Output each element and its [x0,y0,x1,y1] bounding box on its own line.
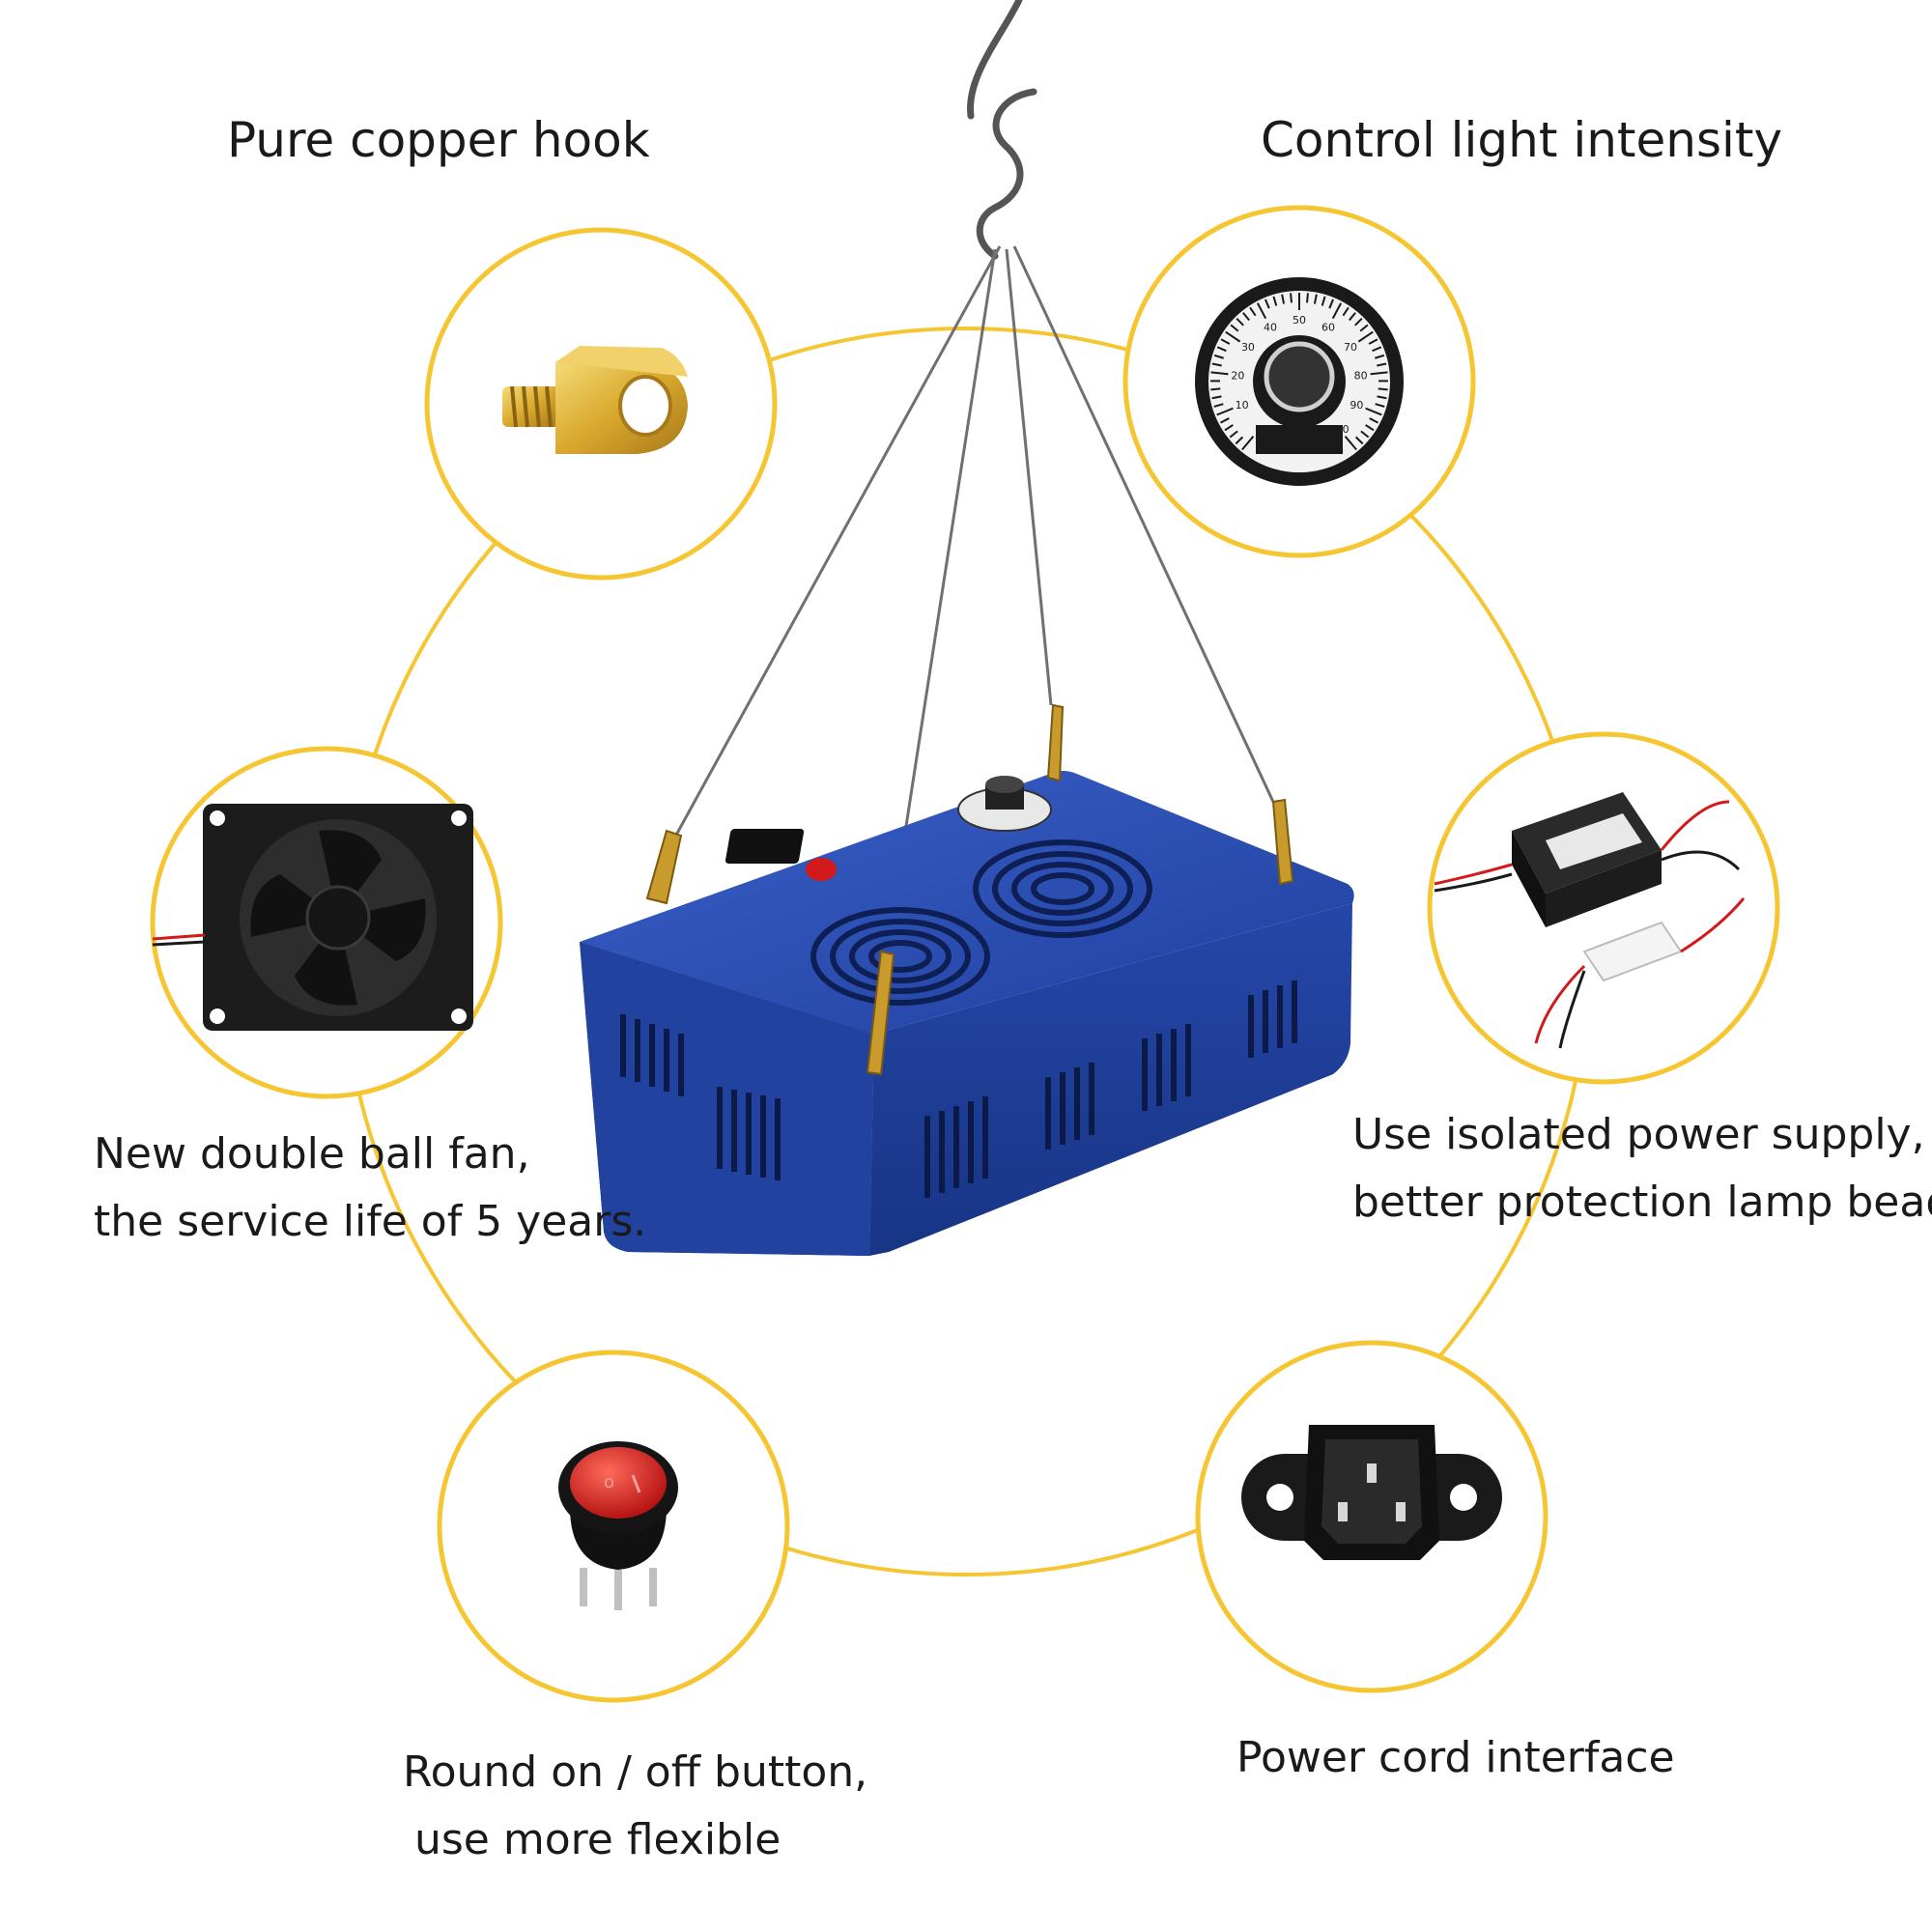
dial-tick [1230,324,1239,332]
dial-label: 30 [1241,341,1255,354]
lamp-side-vents-left [620,1014,781,1180]
dial-label: 60 [1321,321,1335,333]
dial-tick [1306,293,1309,303]
dial-label: 90 [1350,399,1363,412]
dial-tick [1210,387,1221,391]
grow-light-panel [580,703,1354,1256]
dial-label: 70 [1344,341,1357,354]
dial-tick [1211,362,1222,367]
dial-tick [1241,436,1255,451]
hanging-s-hook [967,0,1037,260]
dial-tick [1321,296,1326,306]
label-copper-hook-text: Pure copper hook [227,112,650,168]
dial-label: 80 [1354,369,1368,382]
dial-tick [1281,294,1286,304]
dial-tick [1377,362,1387,367]
intensity-dial-icon: 0102030405060708090100 [1195,277,1404,486]
feature-circle-switch: o [437,1350,790,1703]
label-power-supply-line1: Use isolated power supply, [1352,1110,1925,1159]
dial-tick [1372,346,1382,353]
label-on-off-button-line1: Round on / off button, [403,1747,868,1797]
dial-label: 20 [1231,369,1244,382]
lamp-fan-grill-2 [973,839,1152,938]
label-light-intensity-text: Control light intensity [1261,112,1783,168]
label-on-off-button: Round on / off button, use more flexible [403,1739,867,1874]
dial-tick [1290,293,1293,303]
dial-tick [1213,403,1224,408]
lamp-fan-grill-1 [810,907,990,1006]
dial-tick [1224,424,1234,432]
dial-tick [1375,354,1385,359]
dial-tick [1242,312,1250,322]
dial-tick [1342,306,1350,317]
brass-eye-bolt-icon [502,346,688,454]
feature-circle-power-supply [1427,731,1780,1085]
dial-tick [1220,417,1230,424]
dial-tick [1368,338,1378,345]
dial-tick [1216,407,1234,416]
dial-tick [1365,424,1375,432]
dial-tick [1264,298,1270,309]
dial-tick [1220,338,1231,345]
dial-label: 40 [1264,321,1277,333]
dial-tick [1272,296,1278,306]
dial-tick [1377,395,1387,400]
lamp-side-vents-right [924,980,1297,1198]
dial-tick [1357,330,1374,343]
label-copper-hook: Pure copper hook [227,106,650,174]
dial-tick [1344,436,1357,451]
dial-tick [1360,430,1370,439]
dial-tick [1225,330,1241,343]
dial-tick [1359,324,1369,332]
dial-tick [1256,302,1267,320]
dial-tick [1378,387,1388,391]
power-supply-driver-icon [1434,792,1746,1049]
dial-tick [1328,298,1334,309]
dial-label: 10 [1236,399,1249,412]
label-power-cord: Power cord interface [1236,1724,1675,1792]
dial-tick [1213,354,1224,359]
dial-tick [1313,294,1318,304]
label-ball-fan-line1: New double ball fan, [94,1129,530,1179]
dial-tick [1236,318,1244,327]
dial-tick [1331,302,1343,320]
dial-tick [1370,371,1388,376]
dial-tick [1210,371,1229,376]
dial-tick [1211,395,1222,400]
label-on-off-button-line2: use more flexible [414,1815,781,1864]
label-ball-fan: New double ball fan, the service life of… [94,1121,646,1256]
dial-tick [1235,436,1244,445]
dial-tick [1349,312,1356,322]
label-power-supply: Use isolated power supply, better protec… [1352,1101,1932,1236]
dial-tick [1354,436,1364,445]
dial-tick [1216,346,1227,353]
label-ball-fan-line2: the service life of 5 years. [94,1197,647,1246]
round-rocker-switch-icon: o [558,1441,678,1610]
dial-tick [1229,430,1238,439]
dial-tick [1365,407,1382,416]
feature-circle-power-cord [1195,1340,1548,1693]
svg-text:o: o [604,1472,614,1492]
dial-tick [1354,318,1363,327]
label-power-supply-line2: better protection lamp beads. [1352,1178,1932,1227]
label-power-cord-text: Power cord interface [1236,1733,1675,1782]
feature-circle-hook [424,227,778,581]
iec-power-socket-icon [1241,1425,1502,1560]
feature-circle-fan [150,746,503,1099]
dial-tick [1375,403,1385,408]
dial-label: 50 [1293,314,1306,327]
dial-tick [1249,306,1257,317]
label-light-intensity: Control light intensity [1261,106,1782,174]
cooling-fan-icon [152,804,473,1031]
feature-circle-intensity: 0102030405060708090100 [1122,205,1476,558]
dial-tick [1369,417,1378,424]
